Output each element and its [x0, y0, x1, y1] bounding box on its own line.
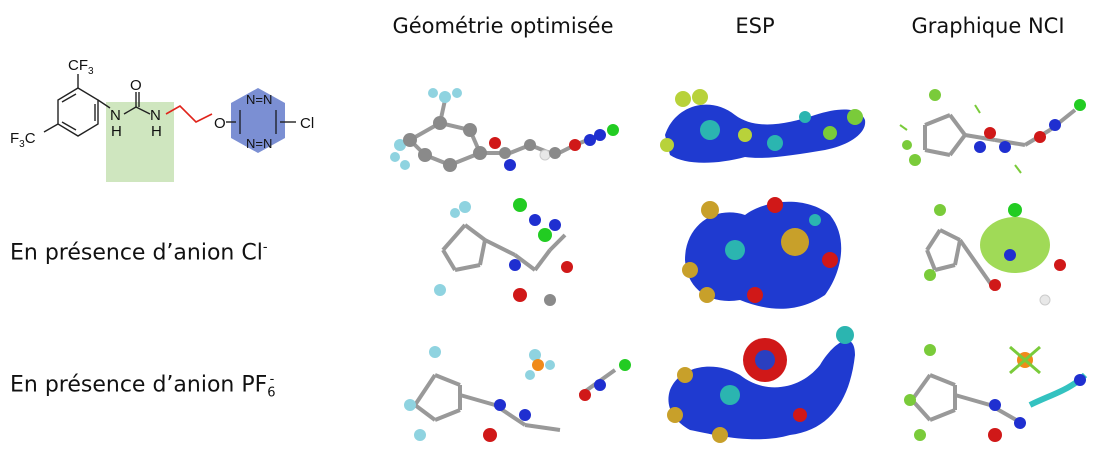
row-label-pf6: En présence d’anion PF6-	[10, 372, 276, 401]
linker-chain	[165, 105, 213, 123]
nh2-label: N	[150, 107, 161, 124]
esp-pf6-complex	[667, 326, 855, 443]
urea-o-label: O	[130, 77, 142, 94]
tetrazine-bottom-n: N=N	[246, 136, 272, 151]
cf3-top-label: CF3	[68, 57, 94, 77]
cl-label: Cl	[300, 115, 314, 132]
h2-label: H	[151, 123, 162, 140]
ether-o-label: O	[214, 115, 226, 132]
row-label-cl: En présence d’anion Cl-	[10, 240, 268, 266]
nci-pf6-complex	[904, 344, 1088, 442]
nci-cl-complex	[924, 203, 1066, 306]
h1-label: H	[111, 123, 122, 140]
geometry-pf6-complex	[404, 346, 631, 442]
geometry-cl-complex	[434, 198, 573, 306]
header-nci: Graphique NCI	[911, 14, 1065, 38]
esp-cl-complex	[682, 197, 842, 309]
esp-free-receptor	[660, 89, 866, 163]
chemical-structure: CF3 F3C N H O N H O Cl N=N N=N	[10, 57, 314, 182]
urea-highlight	[106, 102, 174, 182]
geometry-free-receptor	[390, 88, 619, 172]
header-geometry: Géométrie optimisée	[392, 14, 614, 38]
header-esp: ESP	[735, 14, 775, 38]
nci-free-receptor	[899, 89, 1086, 174]
tetrazine-top-n: N=N	[246, 92, 272, 107]
tetrazine-highlight	[231, 88, 285, 153]
nh1-label: N	[110, 107, 121, 124]
cf3-left-label: F3C	[10, 130, 36, 150]
